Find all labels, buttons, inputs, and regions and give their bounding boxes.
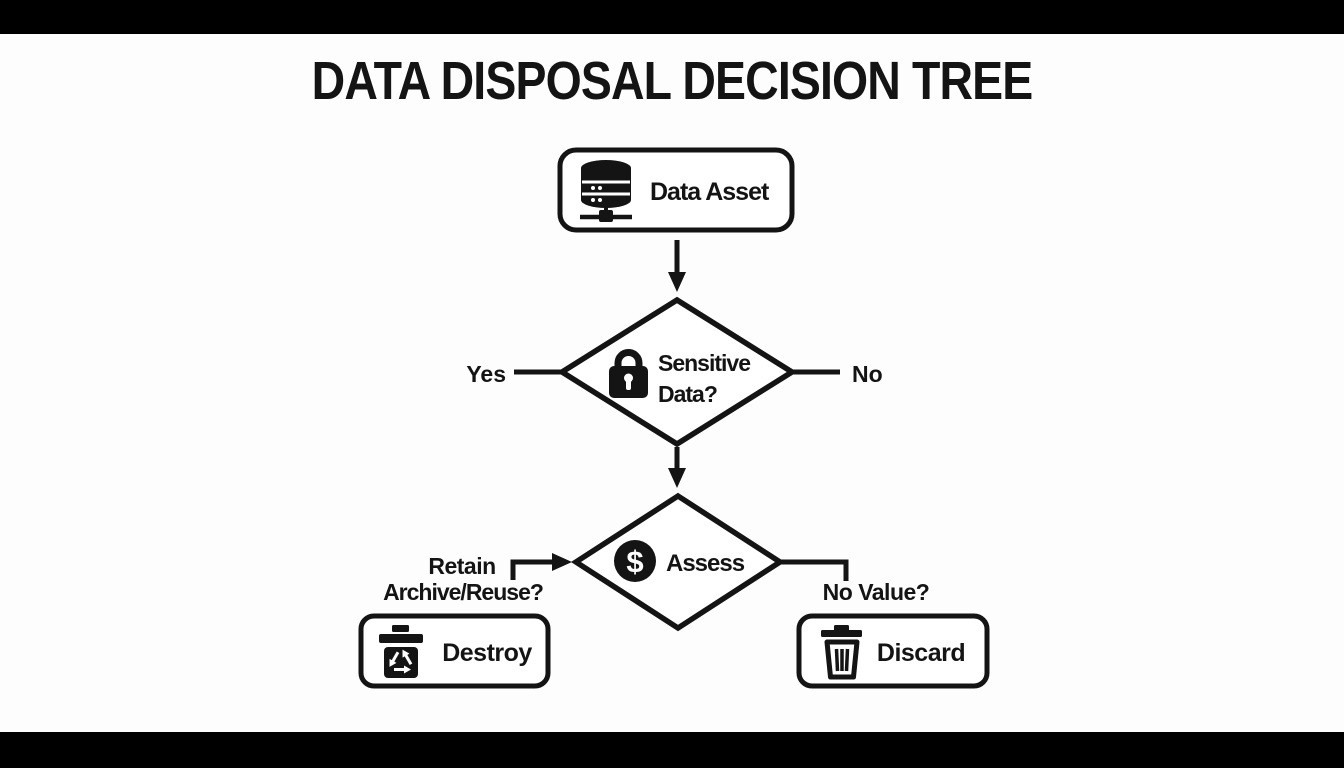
database-icon bbox=[580, 160, 632, 222]
top-letterbox-bar bbox=[0, 0, 1344, 34]
dollar-icon: $ bbox=[614, 540, 656, 582]
bottom-letterbox-bar bbox=[0, 732, 1344, 768]
node-assess bbox=[570, 492, 786, 632]
title-row: DATA DISPOSAL DECISION TREE bbox=[0, 52, 1344, 110]
diagram-title: DATA DISPOSAL DECISION TREE bbox=[311, 51, 1034, 111]
branch-retain-label-line2: Archive/Reuse? bbox=[383, 579, 543, 605]
lock-icon bbox=[609, 349, 648, 398]
branch-no-label: No bbox=[852, 361, 883, 387]
sensitive-label-line1: Sensitive bbox=[658, 350, 750, 376]
edge-retain-into-assess bbox=[510, 553, 572, 580]
edge-assess-novalue bbox=[781, 559, 849, 581]
branch-retain-label-line1: Retain bbox=[428, 553, 495, 579]
dollar-glyph: $ bbox=[626, 544, 643, 579]
branch-yes-label: Yes bbox=[466, 361, 506, 387]
trash-icon bbox=[821, 625, 862, 680]
sensitive-label-line2: Data? bbox=[658, 381, 717, 407]
destroy-label: Destroy bbox=[442, 639, 532, 667]
assess-label: Assess bbox=[666, 550, 745, 577]
data-asset-label: Data Asset bbox=[650, 178, 770, 206]
recycle-bin-icon bbox=[379, 625, 423, 678]
node-sensitive-data bbox=[556, 296, 798, 448]
branch-novalue-label: No Value? bbox=[823, 579, 930, 605]
discard-label: Discard bbox=[877, 639, 965, 667]
